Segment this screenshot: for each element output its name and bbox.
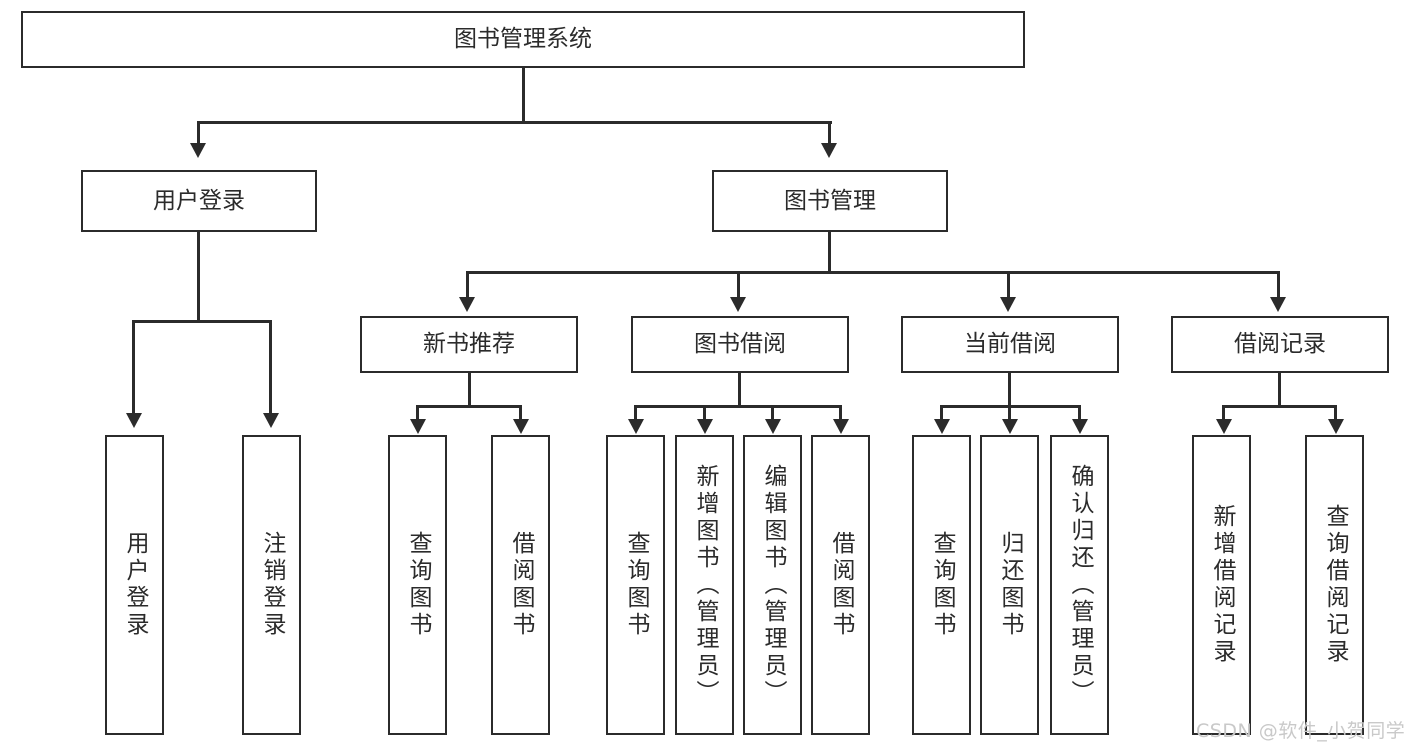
arrowhead-bb-query-book — [628, 419, 644, 434]
leaf-cb-query-book[interactable]: 查询图书 — [912, 435, 971, 735]
connector-drop-current-borrow — [1007, 271, 1010, 299]
node-borrow-record[interactable]: 借阅记录 — [1171, 316, 1389, 373]
node-label: 新增借阅记录 — [1209, 504, 1235, 666]
leaf-cb-return-book[interactable]: 归还图书 — [980, 435, 1039, 735]
node-label: 图书管理 — [784, 187, 876, 214]
leaf-nbr-borrow-book[interactable]: 借阅图书 — [491, 435, 550, 735]
connector-drop-bb-add-book — [703, 405, 706, 421]
node-user-login[interactable]: 用户登录 — [81, 170, 317, 232]
node-label: 用户登录 — [122, 531, 148, 639]
arrowhead-user-login — [190, 143, 206, 158]
leaf-bb-add-book[interactable]: 新增图书（管理员） — [675, 435, 734, 735]
node-label: 确认归还（管理员） — [1067, 463, 1093, 707]
connector-borrow-record-bus — [1222, 405, 1337, 408]
connector-drop-br-query-record — [1334, 405, 1337, 421]
connector-new-book-recommend-bus — [416, 405, 522, 408]
connector-level1-bus — [198, 121, 832, 124]
arrowhead-cb-query-book — [934, 419, 950, 434]
connector-user-login-bus — [132, 320, 272, 323]
connector-drop-new-book-recommend — [466, 271, 469, 299]
arrowhead-cb-return-book — [1002, 419, 1018, 434]
node-label: 图书借阅 — [694, 331, 786, 358]
arrowhead-bb-borrow-book — [833, 419, 849, 434]
leaf-bb-borrow-book[interactable]: 借阅图书 — [811, 435, 870, 735]
connector-drop-cb-return-book — [1008, 405, 1011, 421]
connector-drop-nbr-borrow-book — [519, 405, 522, 421]
arrowhead-bb-add-book — [697, 419, 713, 434]
leaf-logout[interactable]: 注销登录 — [242, 435, 301, 735]
connector-drop-bb-query-book — [634, 405, 637, 421]
node-label: 借阅图书 — [828, 531, 854, 639]
arrowhead-br-query-record — [1328, 419, 1344, 434]
connector-drop-nbr-query-book — [416, 405, 419, 421]
leaf-user-login[interactable]: 用户登录 — [105, 435, 164, 735]
connector-drop-leaf-logout — [269, 320, 272, 415]
arrowhead-br-add-record — [1216, 419, 1232, 434]
connector-drop-leaf-user-login — [132, 320, 135, 415]
connector-drop-br-add-record — [1222, 405, 1225, 421]
node-label: 查询图书 — [929, 531, 955, 639]
connector-current-borrow-stem — [1008, 373, 1011, 408]
connector-drop-cb-confirm-return — [1078, 405, 1081, 421]
leaf-br-add-record[interactable]: 新增借阅记录 — [1192, 435, 1251, 735]
arrowhead-leaf-logout — [263, 413, 279, 428]
leaf-cb-confirm-return[interactable]: 确认归还（管理员） — [1050, 435, 1109, 735]
leaf-br-query-record[interactable]: 查询借阅记录 — [1305, 435, 1364, 735]
connector-drop-cb-query-book — [940, 405, 943, 421]
connector-drop-bb-borrow-book — [839, 405, 842, 421]
arrowhead-book-management — [821, 143, 837, 158]
node-new-book-recommend[interactable]: 新书推荐 — [360, 316, 578, 373]
connector-drop-book-borrow — [737, 271, 740, 299]
node-label: 借阅图书 — [508, 531, 534, 639]
node-label: 借阅记录 — [1234, 331, 1326, 358]
arrowhead-cb-confirm-return — [1072, 419, 1088, 434]
arrowhead-nbr-query-book — [410, 419, 426, 434]
node-label: 用户登录 — [153, 187, 245, 214]
node-label: 查询图书 — [623, 531, 649, 639]
connector-drop-book-management — [828, 121, 831, 145]
connector-book-borrow-stem — [738, 373, 741, 408]
node-label: 编辑图书（管理员） — [760, 463, 786, 707]
connector-book-management-stem — [828, 232, 831, 274]
node-book-borrow[interactable]: 图书借阅 — [631, 316, 849, 373]
connector-borrow-record-stem — [1278, 373, 1281, 408]
connector-level2-bus — [466, 271, 1280, 274]
node-label: 当前借阅 — [964, 331, 1056, 358]
arrowhead-new-book-recommend — [459, 297, 475, 312]
node-label: 新增图书（管理员） — [692, 463, 718, 707]
node-label: 归还图书 — [997, 531, 1023, 639]
arrowhead-nbr-borrow-book — [513, 419, 529, 434]
arrowhead-book-borrow — [730, 297, 746, 312]
leaf-bb-edit-book[interactable]: 编辑图书（管理员） — [743, 435, 802, 735]
arrowhead-current-borrow — [1000, 297, 1016, 312]
leaf-bb-query-book[interactable]: 查询图书 — [606, 435, 665, 735]
connector-new-book-recommend-stem — [468, 373, 471, 408]
arrowhead-bb-edit-book — [765, 419, 781, 434]
node-current-borrow[interactable]: 当前借阅 — [901, 316, 1119, 373]
node-label: 查询图书 — [405, 531, 431, 639]
connector-drop-borrow-record — [1277, 271, 1280, 299]
connector-root-stem — [522, 68, 525, 123]
node-book-management[interactable]: 图书管理 — [712, 170, 948, 232]
node-label: 查询借阅记录 — [1322, 504, 1348, 666]
connector-drop-bb-edit-book — [771, 405, 774, 421]
leaf-nbr-query-book[interactable]: 查询图书 — [388, 435, 447, 735]
connector-book-borrow-bus — [634, 405, 842, 408]
node-label: 注销登录 — [259, 531, 285, 639]
arrowhead-borrow-record — [1270, 297, 1286, 312]
node-root-book-management-system[interactable]: 图书管理系统 — [21, 11, 1025, 68]
node-label: 新书推荐 — [423, 331, 515, 358]
node-label: 图书管理系统 — [454, 26, 592, 53]
connector-user-login-stem — [197, 232, 200, 322]
arrowhead-leaf-user-login — [126, 413, 142, 428]
connector-drop-user-login — [197, 121, 200, 145]
